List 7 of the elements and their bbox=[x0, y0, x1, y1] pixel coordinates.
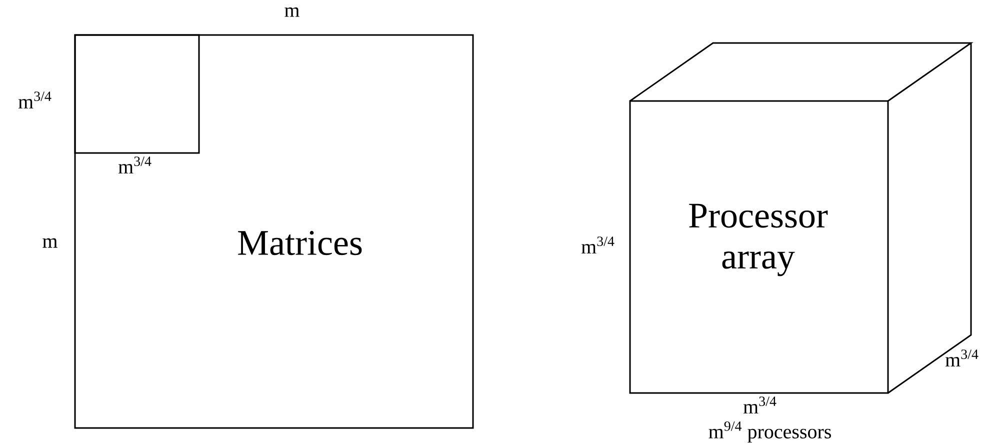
dimension-label: m$^{3/4}$ bbox=[945, 350, 978, 366]
cube-front-face: Processor array bbox=[629, 100, 889, 394]
dimension-label: m bbox=[284, 7, 300, 17]
dimension-label: m bbox=[42, 238, 58, 248]
dimension-label: m$^{9/4}$ processors bbox=[708, 421, 831, 443]
dimension-label: m$^{3/4}$ bbox=[18, 92, 52, 108]
block-box bbox=[74, 34, 200, 154]
